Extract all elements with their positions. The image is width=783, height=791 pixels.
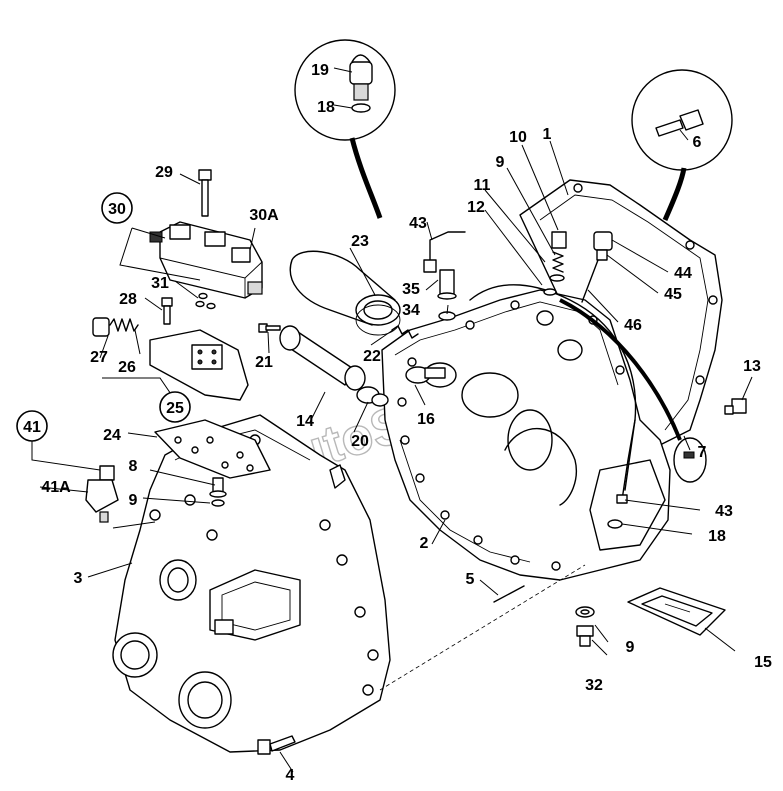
callout-21: 21 xyxy=(255,354,273,371)
gearbox-case xyxy=(112,414,586,753)
part-10-12-plug xyxy=(543,231,567,296)
callout-27: 27 xyxy=(90,349,108,366)
callout-43-bottom: 43 xyxy=(715,503,733,520)
callout-44: 44 xyxy=(674,265,692,282)
callout-8: 8 xyxy=(129,458,138,475)
part-29-bolt xyxy=(198,169,212,217)
callout-18-top: 18 xyxy=(317,99,335,116)
circled-callout-25: 25 xyxy=(159,391,191,423)
callout-2: 2 xyxy=(420,535,429,552)
part-24-gasket xyxy=(154,419,271,479)
callout-30A: 30A xyxy=(249,207,279,224)
part-22-spring xyxy=(391,325,419,339)
callout-19: 19 xyxy=(311,62,329,79)
leader-lines xyxy=(31,67,753,773)
callout-3: 3 xyxy=(74,570,83,587)
callout-4: 4 xyxy=(286,767,295,784)
callout-10: 10 xyxy=(509,129,527,146)
callout-6: 6 xyxy=(693,134,702,151)
callout-labels: 1 2 3 4 5 6 7 8 9 9 9 10 11 12 13 14 15 … xyxy=(41,62,772,784)
part-41A-sensor xyxy=(85,465,119,523)
part-26-27-valve xyxy=(92,317,249,401)
bell-housing xyxy=(381,179,723,581)
part-23-filter xyxy=(289,250,401,336)
callout-1: 1 xyxy=(543,126,552,143)
part-35-43-fitting xyxy=(423,231,466,321)
part-31-washers xyxy=(195,292,216,310)
part-28-bolt xyxy=(161,297,173,325)
part-7-tag xyxy=(673,437,707,483)
part-5-pin xyxy=(493,585,525,603)
callout-5: 5 xyxy=(466,571,475,588)
part-18-seal xyxy=(607,519,623,529)
part-15-plate xyxy=(627,587,726,636)
circled-41-label: 41 xyxy=(23,419,41,436)
callout-29: 29 xyxy=(155,164,173,181)
part-30-valve xyxy=(149,221,263,299)
callout-31: 31 xyxy=(151,275,169,292)
part-21-bolt xyxy=(258,323,281,333)
callout-43-top: 43 xyxy=(409,215,427,232)
callout-16: 16 xyxy=(417,411,435,428)
callout-15: 15 xyxy=(754,654,772,671)
callout-11: 11 xyxy=(474,177,491,194)
detail-circle-sensor xyxy=(294,39,396,219)
detail-circle-bolt xyxy=(631,69,733,222)
circled-25-label: 25 xyxy=(166,400,184,417)
callout-34: 34 xyxy=(402,302,420,319)
callout-32: 32 xyxy=(585,677,603,694)
callout-24: 24 xyxy=(103,427,121,444)
callout-35: 35 xyxy=(402,281,420,298)
callout-14: 14 xyxy=(296,413,314,430)
circled-callout-41: 41 xyxy=(16,410,48,442)
callout-26: 26 xyxy=(118,359,136,376)
part-44-45-valve xyxy=(581,231,613,303)
part-43-pipe xyxy=(616,419,636,504)
part-13-bolt xyxy=(724,398,747,415)
circled-callout-30: 30 xyxy=(101,192,133,224)
callout-9-bottom: 9 xyxy=(626,639,635,656)
callout-28: 28 xyxy=(119,291,137,308)
part-14-20-tube xyxy=(279,325,389,407)
callout-7: 7 xyxy=(698,444,707,461)
callout-9-top: 9 xyxy=(496,154,505,171)
callout-46: 46 xyxy=(624,317,642,334)
callout-12: 12 xyxy=(467,199,485,216)
part-8-breather xyxy=(209,477,227,507)
circled-30-label: 30 xyxy=(108,201,126,218)
callout-9-left: 9 xyxy=(129,492,138,509)
callout-20: 20 xyxy=(351,433,369,450)
part-16-sensor xyxy=(405,366,446,384)
callout-13: 13 xyxy=(743,358,761,375)
callout-18-bottom: 18 xyxy=(708,528,726,545)
part-32-drain-plug xyxy=(575,606,595,647)
callout-22: 22 xyxy=(363,348,381,365)
callout-45: 45 xyxy=(664,286,682,303)
part-4-bolt xyxy=(257,735,296,755)
callout-23: 23 xyxy=(351,233,369,250)
callout-41A: 41A xyxy=(41,479,71,496)
